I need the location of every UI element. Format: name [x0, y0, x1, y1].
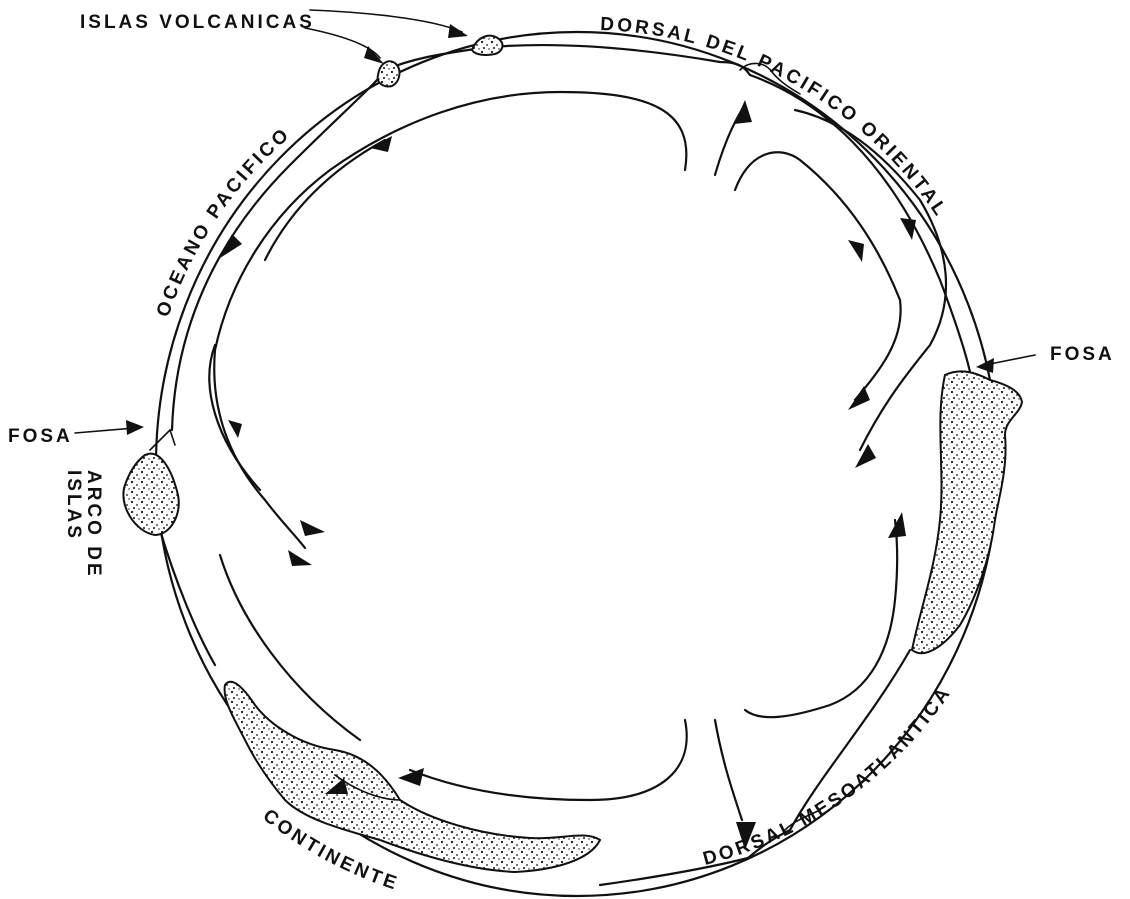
label-dorsal-mesoatlantica-path: DORSAL MESOATLANTICA: [701, 682, 956, 870]
volcanic-island-2: [378, 61, 400, 86]
label-arco-de-islas-line1: ARCO DE: [83, 470, 104, 579]
trench-marks: [150, 372, 975, 450]
label-fosa-right: FOSA: [1050, 344, 1115, 365]
label-arco-de-islas: ARCO DE ISLAS: [63, 470, 104, 579]
volcanic-island-1: [472, 36, 502, 55]
label-islas-volcanicas: ISLAS VOLCANICAS: [80, 12, 315, 33]
label-dorsal-pacifico-oriental-path: DORSAL DEL PACIFICO ORIENTAL: [600, 14, 952, 222]
label-dorsal-mesoatlantica: DORSAL MESOATLANTICA: [701, 682, 956, 870]
label-arco-de-islas-line2: ISLAS: [63, 470, 84, 541]
label-fosa-left: FOSA: [8, 426, 73, 447]
right-continent: [912, 371, 1022, 653]
convection-cells: [209, 92, 946, 820]
island-arc: [123, 454, 178, 535]
flow-arrowheads: [220, 100, 916, 850]
label-dorsal-pacifico-oriental: DORSAL DEL PACIFICO ORIENTAL: [600, 14, 952, 222]
label-oceano-pacifico: OCEANO PACIFICO: [153, 123, 295, 319]
label-oceano-pacifico-path: OCEANO PACIFICO: [153, 123, 295, 319]
